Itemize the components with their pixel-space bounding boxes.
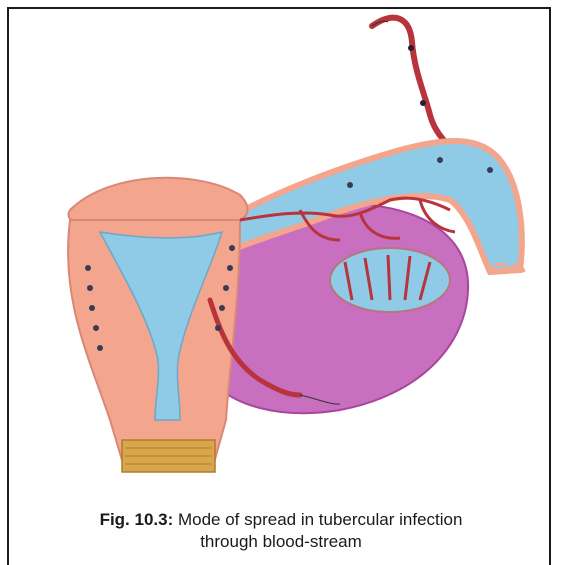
caption-line-2: through blood-stream <box>20 531 542 553</box>
caption-line-1: Fig. 10.3: Mode of spread in tubercular … <box>20 509 542 531</box>
caption-text-1: Mode of spread in tubercular infection <box>178 510 462 529</box>
uterus-tubercular-spread-illustration <box>0 0 562 480</box>
figure-label: Fig. 10.3: <box>100 510 174 529</box>
figure-caption: Fig. 10.3: Mode of spread in tubercular … <box>20 509 542 553</box>
